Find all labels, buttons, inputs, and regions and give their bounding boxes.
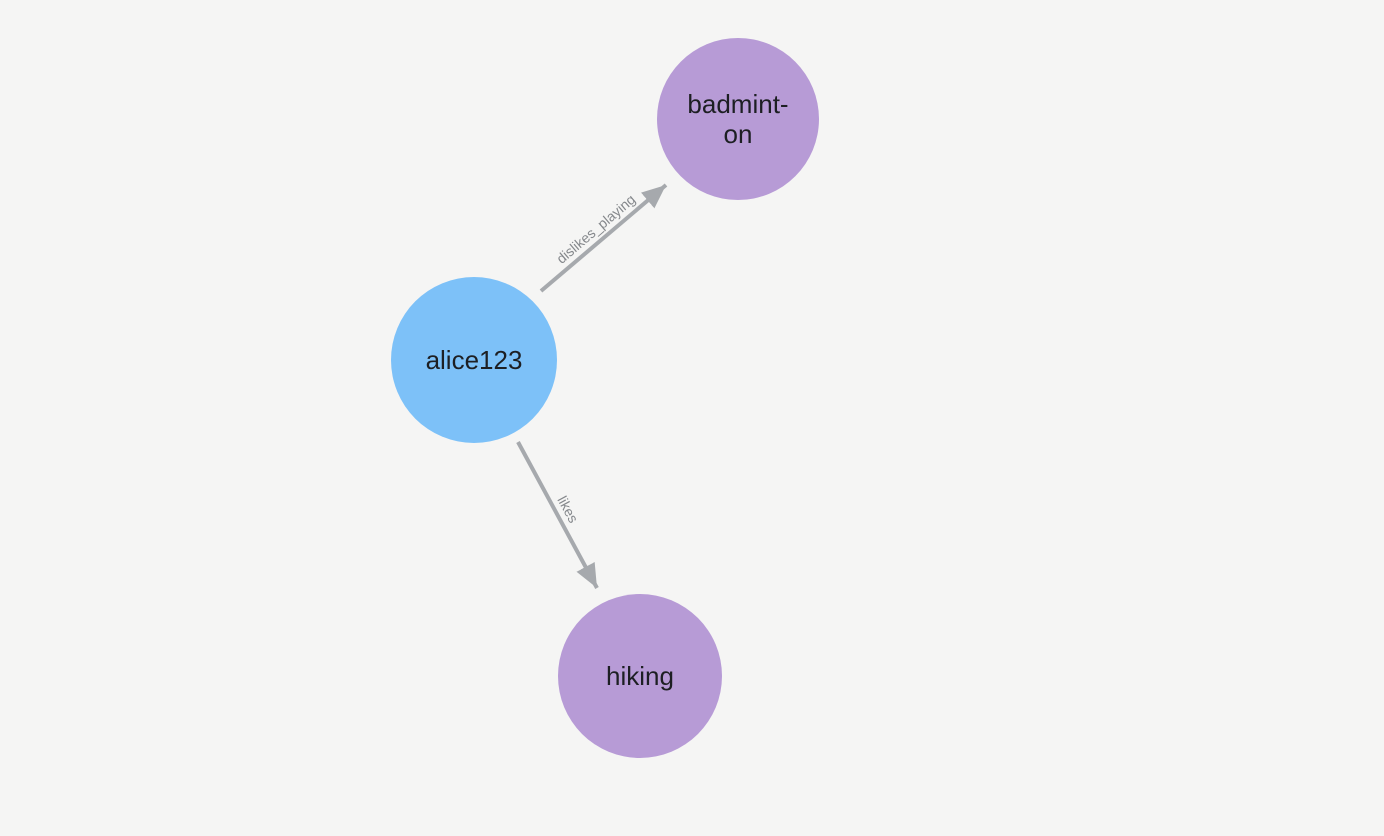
edge-alice123-hiking[interactable]: likes [516, 441, 599, 589]
node-circle[interactable] [558, 594, 722, 758]
node-alice123[interactable]: alice123 [391, 277, 557, 443]
node-circle[interactable] [657, 38, 819, 200]
edge-line[interactable] [539, 183, 668, 293]
edge-alice123-badminton[interactable]: dislikes_playing [539, 183, 668, 293]
node-badminton[interactable]: badmint-on [657, 38, 819, 200]
node-circle[interactable] [391, 277, 557, 443]
edge-line[interactable] [516, 441, 599, 589]
edge-label: dislikes_playing [553, 191, 638, 267]
node-hiking[interactable]: hiking [558, 594, 722, 758]
